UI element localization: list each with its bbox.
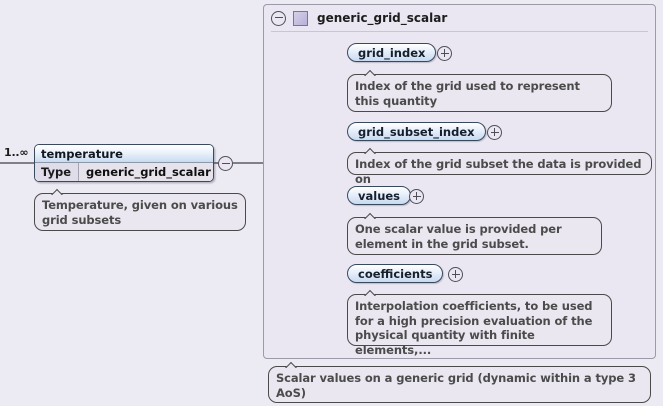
- bubble-tip-icon: [362, 211, 378, 219]
- element-pill-values[interactable]: values: [347, 186, 412, 205]
- expand-toggle-grid-index[interactable]: [437, 46, 452, 61]
- collapse-toggle-temperature[interactable]: [218, 156, 233, 171]
- annotation-grid-index: Index of the grid used to represent this…: [347, 74, 612, 112]
- annotation-text: One scalar value is provided per element…: [355, 222, 562, 251]
- annotation-text: Index of the grid used to represent this…: [355, 79, 580, 108]
- header-divider: [271, 31, 648, 32]
- expand-toggle-coefficients[interactable]: [448, 267, 463, 282]
- expand-toggle-grid-subset-index[interactable]: [487, 125, 502, 140]
- element-pill-label: grid_index: [358, 45, 426, 60]
- element-pill-label: grid_subset_index: [358, 124, 475, 139]
- element-pill-coefficients[interactable]: coefficients: [347, 264, 444, 283]
- element-pill-grid-subset-index[interactable]: grid_subset_index: [347, 122, 486, 141]
- annotation-grid-subset-index: Index of the grid subset the data is pro…: [347, 152, 652, 186]
- annotation-text: Scalar values on a generic grid (dynamic…: [276, 371, 636, 400]
- bubble-tip-icon: [362, 146, 378, 154]
- bubble-tip-icon: [283, 360, 299, 368]
- element-box-temperature[interactable]: temperature Type generic_grid_scalar: [34, 144, 214, 182]
- annotation-text: Temperature, given on various grid subse…: [42, 198, 238, 227]
- complex-type-name: generic_grid_scalar: [317, 11, 448, 25]
- element-pill-label: coefficients: [358, 266, 433, 281]
- element-pill-grid-index[interactable]: grid_index: [347, 43, 437, 62]
- occurrence-label: 1..∞: [4, 146, 29, 159]
- element-type-value: generic_grid_scalar: [86, 165, 211, 179]
- annotation-values: One scalar value is provided per element…: [347, 217, 602, 255]
- complex-type-header: generic_grid_scalar: [263, 4, 656, 32]
- annotation-complex-type: Scalar values on a generic grid (dynamic…: [268, 366, 651, 403]
- bubble-tip-icon: [362, 68, 378, 76]
- annotation-text: Index of the grid subset the data is pro…: [355, 157, 642, 186]
- annotation-text: Interpolation coefficients, to be used f…: [355, 299, 593, 357]
- annotation-coefficients: Interpolation coefficients, to be used f…: [347, 294, 612, 357]
- annotation-temperature: Temperature, given on various grid subse…: [34, 193, 246, 231]
- element-type-label: Type: [35, 163, 79, 181]
- expand-toggle-values[interactable]: [409, 189, 424, 204]
- element-type-row: Type generic_grid_scalar: [35, 163, 213, 181]
- element-pill-label: values: [358, 188, 401, 203]
- bubble-tip-icon: [362, 288, 378, 296]
- bubble-tip-icon: [49, 187, 65, 195]
- element-name-temperature: temperature: [35, 145, 213, 163]
- complex-type-swatch-icon: [293, 10, 308, 26]
- collapse-toggle-complex-type[interactable]: [271, 10, 286, 26]
